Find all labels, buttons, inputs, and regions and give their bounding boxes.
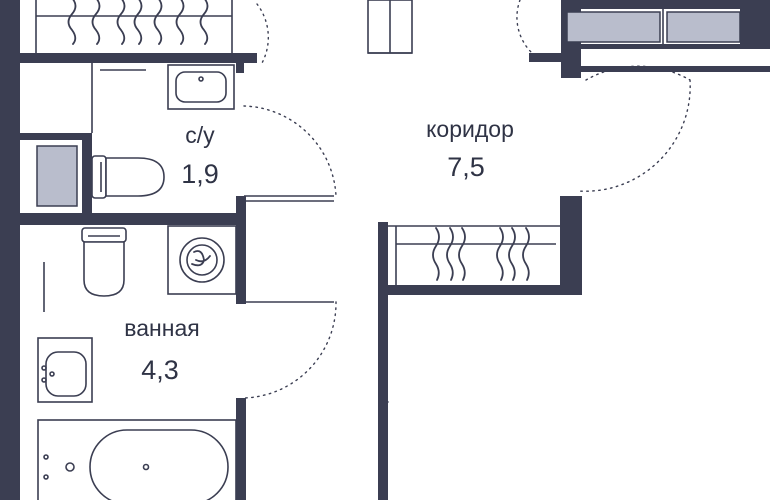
top-door-leaf — [367, 0, 413, 54]
wall-center-lower — [236, 398, 246, 500]
hanger — [153, 0, 163, 45]
bathtub-drain — [142, 463, 150, 471]
hanger — [175, 0, 185, 45]
closet-hanger — [432, 227, 440, 281]
wc-sink-basin — [175, 71, 227, 103]
room-name-wc: с/у — [185, 122, 215, 148]
wall-closet-right — [560, 196, 582, 286]
door-arc-wc — [243, 105, 337, 197]
hanger — [199, 0, 209, 45]
bathtub-tap — [65, 462, 75, 472]
closet-hanger — [446, 227, 454, 281]
wall-top-right-window-bottom — [561, 44, 770, 49]
bath-sink-tap-1 — [41, 365, 47, 371]
wc-fixtures — [36, 64, 235, 207]
wall-wc-bath-divider — [20, 213, 245, 225]
top-right-windows — [566, 9, 741, 44]
washing-machine-inner — [186, 244, 218, 276]
wc-toilet-tank — [91, 155, 107, 199]
wall-center-stub — [236, 196, 246, 304]
hanger — [116, 0, 126, 45]
washing-machine-swirl — [191, 250, 211, 267]
closet-hanger — [522, 227, 530, 281]
wall-top-right-stub — [529, 53, 561, 62]
hanger — [133, 0, 143, 45]
wall-wc-right-upper — [236, 63, 244, 73]
window-pane-right — [666, 11, 741, 43]
wall-closet-bottom — [388, 285, 582, 295]
wall-wc-inner-vertical — [82, 133, 92, 225]
room-area-bathroom: 4,3 — [141, 355, 179, 385]
wall-wc-inner-left — [20, 133, 82, 140]
closet-hanger — [496, 227, 504, 281]
hanger — [91, 0, 101, 45]
bathtub-valve-1 — [43, 454, 49, 460]
door-arc-bath — [243, 301, 337, 399]
bath-sink-drain — [49, 371, 55, 377]
door-arc-right — [577, 65, 691, 192]
bathroom-fixtures — [37, 225, 237, 500]
closet-hanger — [458, 227, 466, 281]
bath-sink-tap-2 — [41, 377, 47, 383]
bath-toilet-bowl — [83, 241, 125, 297]
wc-toilet-bowl — [105, 157, 165, 197]
hanger — [67, 0, 77, 45]
wall-corridor-left — [378, 222, 388, 500]
corridor-closet — [388, 225, 560, 285]
wall-right-edge — [740, 0, 770, 49]
wc-utility-box — [36, 145, 78, 207]
wall-top-left — [20, 53, 257, 63]
door-arcs — [243, 0, 691, 403]
room-area-corridor: 7,5 — [447, 152, 485, 182]
room-name-bathroom: ванная — [124, 315, 199, 341]
bath-sink-basin — [45, 351, 87, 397]
wardrobe-top-left — [35, 0, 233, 53]
door-arc-top-center — [516, 0, 533, 54]
door-frames — [91, 63, 334, 303]
room-name-corridor: коридор — [426, 116, 514, 142]
room-labels: с/у 1,9 коридор 7,5 ванная 4,3 — [124, 116, 514, 385]
bathtub-inner — [89, 429, 229, 500]
bathtub-valve-2 — [43, 474, 49, 480]
door-arc-top-left — [256, 3, 269, 64]
window-pane-left — [566, 11, 661, 43]
wall-top-right-ledge — [581, 66, 770, 72]
room-area-wc: 1,9 — [181, 159, 219, 189]
wc-sink-drain — [198, 76, 204, 82]
closet-hanger — [508, 227, 516, 281]
wall-left-outer — [0, 0, 20, 500]
bath-toilet-tank — [81, 227, 127, 243]
wall-top-right-window-frame — [561, 0, 770, 9]
